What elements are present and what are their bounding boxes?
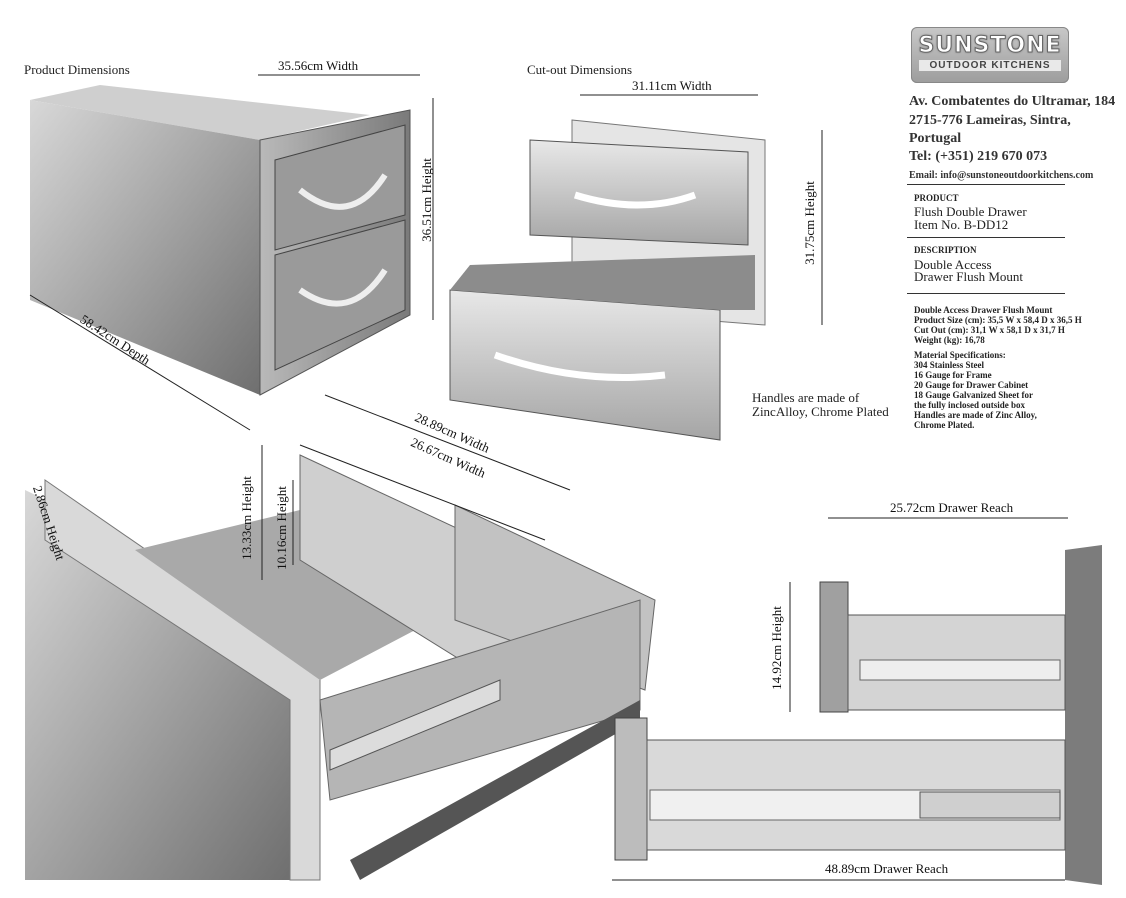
material-list: Material Specifications: 304 Stainless S… xyxy=(914,350,1037,430)
phone: Tel: (+351) 219 670 073 xyxy=(909,149,1048,164)
cutout-drawing xyxy=(449,119,766,441)
spec-line: Double Access Drawer Flush Mount xyxy=(914,305,1053,315)
bottom-drawer-reach-label: 48.89cm Drawer Reach xyxy=(825,861,949,876)
email: Email: info@sunstoneoutdoorkitchens.com xyxy=(909,170,1094,181)
spec-line: Cut Out (cm): 31,1 W x 58,1 D x 31,7 H xyxy=(914,325,1065,335)
drawer-inner-height-label: 10.16cm Height xyxy=(273,486,289,570)
open-drawer-drawing xyxy=(25,454,656,881)
address-line2: 2715-776 Lameiras, Sintra, xyxy=(909,113,1071,128)
address-line3: Portugal xyxy=(909,131,962,146)
material-line: Chrome Plated. xyxy=(914,420,975,430)
product-name: Flush Double Drawer xyxy=(914,204,1027,219)
product-box-drawing xyxy=(30,85,411,396)
spec-line: Weight (kg): 16,78 xyxy=(914,335,985,345)
material-line: Material Specifications: xyxy=(914,350,1006,360)
description-caption: DESCRIPTION xyxy=(914,245,977,255)
description-line2: Drawer Flush Mount xyxy=(914,269,1024,284)
spec-line: Product Size (cm): 35,5 W x 58,4 D x 36,… xyxy=(914,315,1082,325)
description-line1: Double Access xyxy=(914,257,992,272)
material-line: 18 Gauge Galvanized Sheet for xyxy=(914,390,1033,400)
material-line: 16 Gauge for Frame xyxy=(914,370,992,380)
material-line: Handles are made of Zinc Alloy, xyxy=(914,410,1037,420)
dimension-lines xyxy=(29,74,1068,881)
divider xyxy=(907,293,1065,294)
material-line: 20 Gauge for Drawer Cabinet xyxy=(914,380,1029,390)
product-dimensions-title: Product Dimensions xyxy=(24,62,130,77)
material-line: 304 Stainless Steel xyxy=(914,360,985,370)
cutout-height-label: 31.75cm Height xyxy=(801,181,817,265)
product-height-label: 36.51cm Height xyxy=(418,158,434,242)
address-line1: Av. Combatentes do Ultramar, 184 xyxy=(909,94,1116,109)
drawer-outer-height-label: 13.33cm Height xyxy=(238,476,254,560)
divider xyxy=(907,184,1065,185)
spec-list: Double Access Drawer Flush Mount Product… xyxy=(914,305,1082,345)
cutout-dimensions-title: Cut-out Dimensions xyxy=(527,62,633,77)
handle-note-line1: Handles are made of xyxy=(752,390,860,405)
side-height-label: 14.92cm Height xyxy=(768,606,784,690)
divider xyxy=(907,237,1065,238)
top-drawer-reach-label: 25.72cm Drawer Reach xyxy=(890,500,1014,515)
product-caption: PRODUCT xyxy=(914,193,959,203)
side-view-drawing xyxy=(614,545,1102,885)
sunstone-logo: SUNSTONE OUTDOOR KITCHENS xyxy=(911,27,1069,83)
cutout-width-label: 31.11cm Width xyxy=(632,78,712,93)
handle-note-line2: ZincAlloy, Chrome Plated xyxy=(752,404,889,419)
material-line: the fully inclosed outside box xyxy=(914,400,1026,410)
product-item-number: Item No. B-DD12 xyxy=(914,217,1009,232)
product-width-label: 35.56cm Width xyxy=(278,58,359,73)
